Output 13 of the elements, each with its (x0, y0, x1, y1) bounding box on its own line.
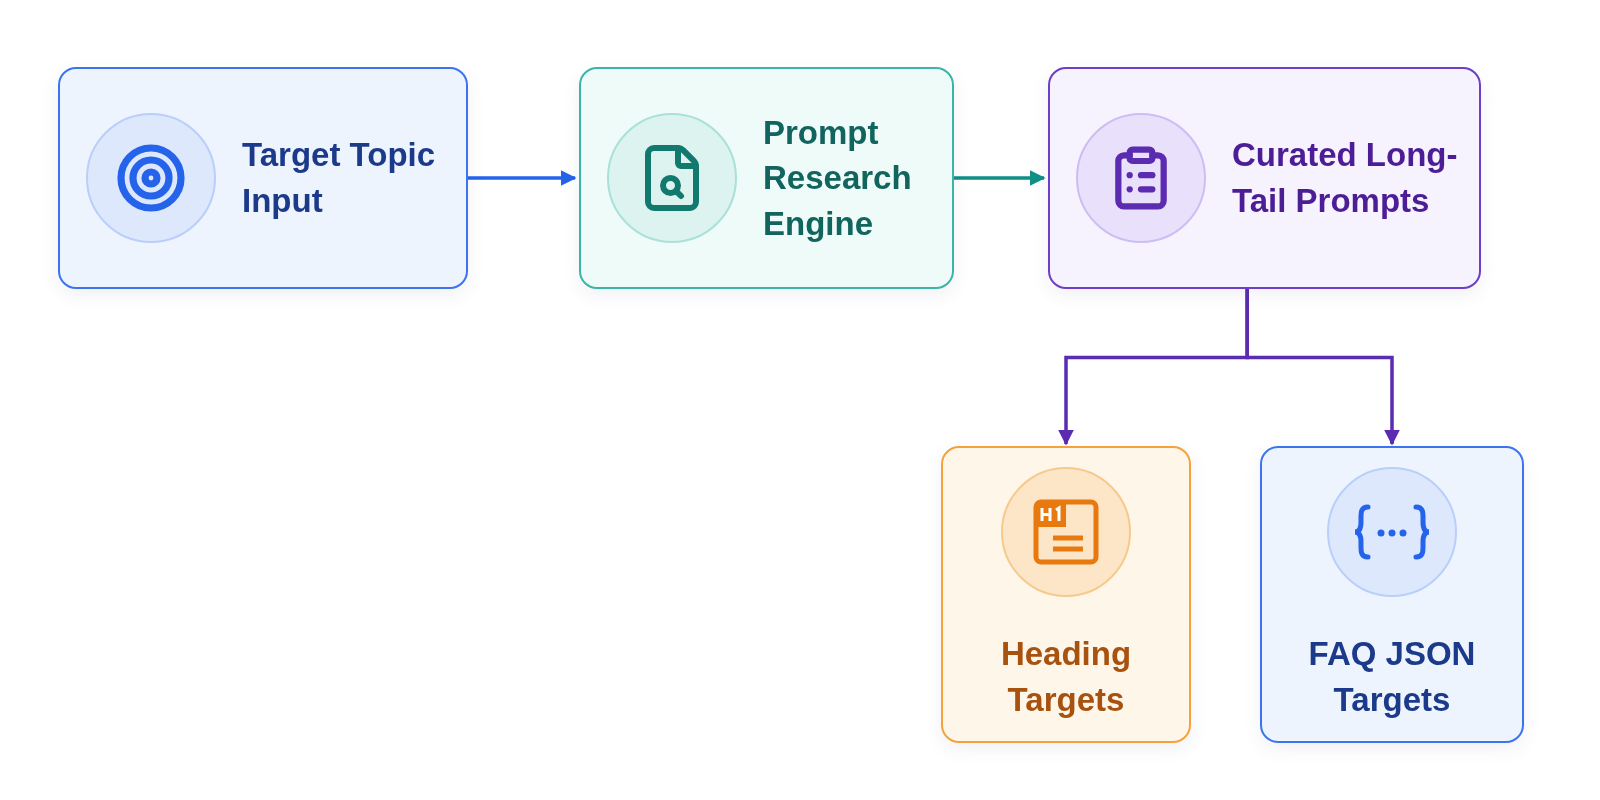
process-box (941, 446, 1191, 743)
node-label: Target Topic Input (242, 135, 437, 221)
process-box (58, 67, 468, 289)
process-box (579, 67, 954, 289)
process-box (1048, 67, 1481, 289)
node-label: Prompt Research Engine (763, 112, 913, 244)
arrow (954, 170, 1046, 186)
node-label: FAQ JSON Targets (1307, 633, 1477, 720)
node-label: Heading Targets (999, 633, 1133, 720)
arrow (1245, 289, 1400, 446)
process-box (1260, 446, 1524, 743)
node-label: Curated Long-Tail Prompts (1232, 135, 1459, 221)
arrow (468, 170, 577, 186)
